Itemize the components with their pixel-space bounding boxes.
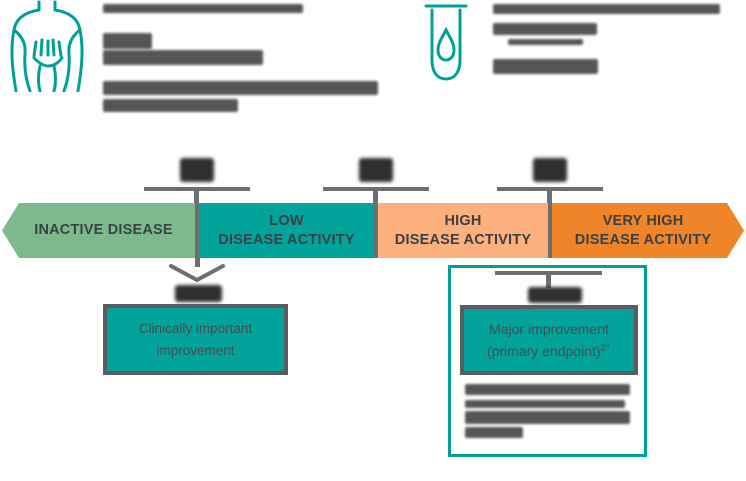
callout-text: improvement — [156, 342, 235, 358]
segment-divider — [374, 203, 378, 258]
redacted-text-line — [103, 33, 152, 49]
connector-stem — [195, 258, 200, 267]
cutpoint-tick-line — [144, 187, 250, 191]
segment-divider — [195, 203, 199, 258]
redacted-text-line — [465, 411, 630, 424]
callout-text: (primary endpoint) — [486, 343, 601, 359]
disease-activity-scale-bar: INACTIVE DISEASE LOW DISEASE ACTIVITY HI… — [2, 203, 744, 258]
segment-inactive-disease: INACTIVE DISEASE — [2, 203, 195, 258]
redacted-text-line — [103, 4, 303, 13]
segment-label: DISEASE ACTIVITY — [574, 231, 712, 248]
segment-label: LOW — [269, 212, 304, 229]
segment-label: HIGH — [444, 212, 482, 229]
cutpoint-stem — [194, 191, 199, 203]
body-joints-icon — [6, 0, 90, 92]
redacted-text-line — [465, 427, 523, 438]
redacted-text-line — [465, 400, 625, 408]
segment-label: INACTIVE DISEASE — [34, 222, 173, 239]
cutpoint-stem — [547, 191, 552, 203]
connector-label-redacted — [528, 287, 582, 303]
redacted-text-line — [508, 39, 583, 45]
reference-marker: 2* — [600, 342, 612, 353]
segment-label: DISEASE ACTIVITY — [218, 231, 355, 248]
cutpoint-value-redacted — [359, 158, 393, 182]
redacted-text-line — [493, 4, 720, 14]
segment-low-disease-activity: LOW DISEASE ACTIVITY — [199, 203, 374, 258]
segment-divider — [548, 203, 552, 258]
redacted-text-line — [465, 384, 630, 395]
connector-chevron-down-icon — [168, 264, 226, 284]
callout-text: Clinically important — [138, 320, 253, 336]
connector-label-redacted — [175, 285, 222, 302]
redacted-text-line — [103, 50, 263, 65]
cutpoint-value-redacted — [180, 158, 214, 182]
segment-label: VERY HIGH — [602, 212, 684, 229]
cutpoint-tick-line — [497, 187, 603, 191]
cutpoint-value-redacted — [533, 158, 567, 182]
bracket-stem — [546, 275, 551, 288]
callout-text: (primary endpoint)2* — [487, 340, 611, 362]
cutpoint-stem — [373, 191, 378, 203]
redacted-text-line — [493, 23, 597, 35]
bracket-line — [495, 271, 602, 275]
cutpoint-tick-line — [323, 187, 429, 191]
callout-text: Major improvement — [489, 320, 609, 337]
clinically-important-improvement-box: Clinically important improvement — [103, 304, 288, 375]
redacted-text-line — [103, 99, 238, 112]
segment-label: DISEASE ACTIVITY — [394, 231, 532, 248]
segment-high-disease-activity: HIGH DISEASE ACTIVITY — [378, 203, 548, 258]
blood-test-tube-icon — [424, 2, 468, 84]
redacted-text-line — [103, 81, 378, 95]
segment-very-high-disease-activity: VERY HIGH DISEASE ACTIVITY — [552, 203, 744, 258]
major-improvement-box: Major improvement (primary endpoint)2* — [460, 305, 638, 375]
primary-endpoint-highlight-rect — [448, 265, 647, 457]
redacted-text-line — [493, 59, 598, 74]
